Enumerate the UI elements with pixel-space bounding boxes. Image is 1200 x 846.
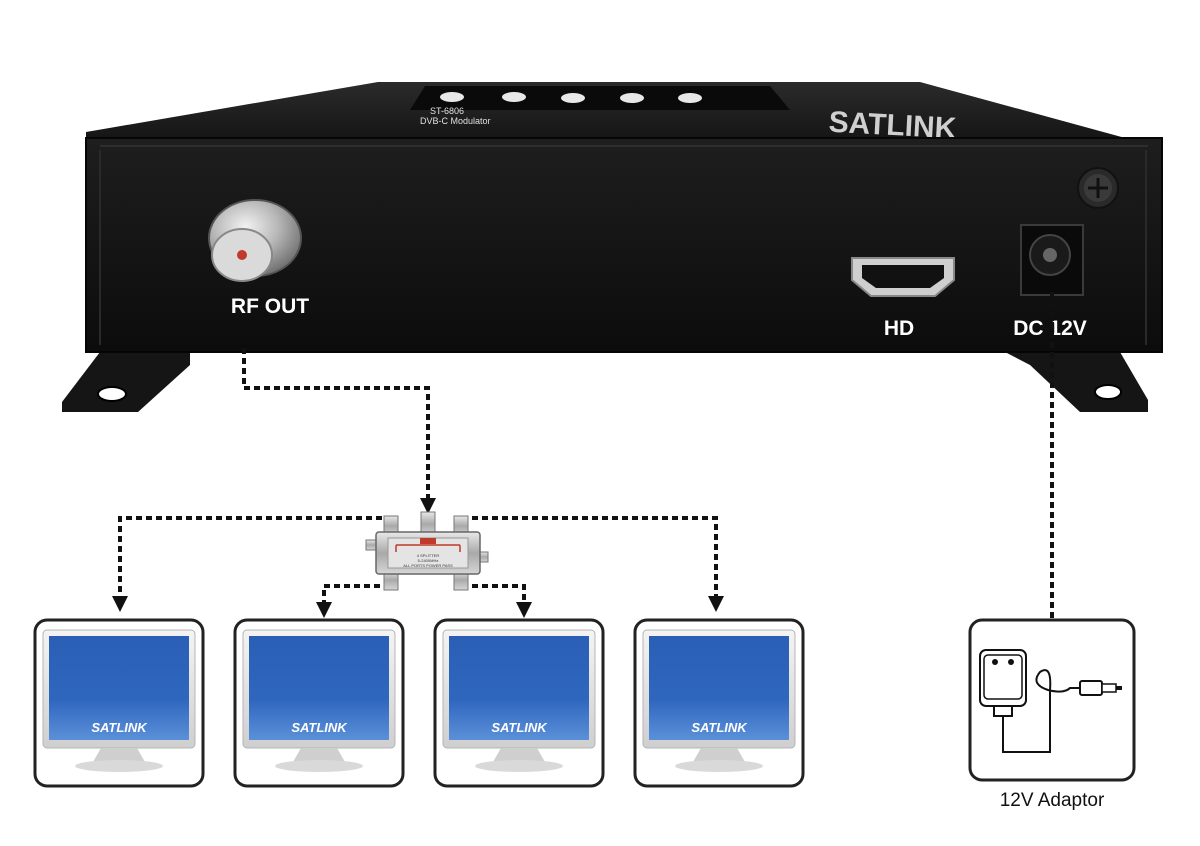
- tv-screen-logo: SATLINK: [691, 720, 748, 735]
- tv-2: SATLINK: [233, 618, 405, 788]
- tv-base: [475, 760, 563, 772]
- hdmi-port: [851, 257, 955, 297]
- splitter-text-3: ALL PORTS POWER PASS: [403, 563, 453, 568]
- tv-base: [675, 760, 763, 772]
- panel-button: [678, 93, 702, 103]
- chassis-screw: [1077, 167, 1119, 209]
- tv-screen: [49, 636, 189, 740]
- wire-rf-to-splitter: [242, 348, 436, 514]
- power-adaptor-panel: 12V Adaptor: [968, 618, 1136, 811]
- tv-4: SATLINK: [633, 618, 805, 788]
- wire-splitter-to-tv1: [112, 516, 392, 612]
- panel-buttons: [440, 92, 702, 103]
- panel-model-text: ST-6806: [430, 106, 464, 116]
- tv-screen: [249, 636, 389, 740]
- splitter-text-2: 5-2400MHz: [418, 558, 439, 563]
- tv-screen: [449, 636, 589, 740]
- tv-screen-logo: SATLINK: [291, 720, 348, 735]
- tv-1: SATLINK: [33, 618, 205, 788]
- front-display-window: [410, 86, 790, 110]
- left-bracket-hole: [97, 386, 127, 402]
- tv-screen-logo: SATLINK: [491, 720, 548, 735]
- adaptor-label: 12V Adaptor: [1000, 790, 1105, 811]
- right-mount-bracket: [1005, 352, 1148, 412]
- tv-screen: [649, 636, 789, 740]
- device-top: [86, 82, 1162, 148]
- connection-wires: [112, 292, 1054, 620]
- hdmi-label: HD: [884, 317, 914, 340]
- left-mount-bracket: [62, 352, 190, 412]
- tv-3: SATLINK: [433, 618, 605, 788]
- modulator-device: ST-6806 DVB-C Modulator SATLINK RF OUT H…: [62, 82, 1163, 412]
- adaptor-plug-icon: [979, 649, 1122, 753]
- splitter-text-1: 4 SPLITTER: [417, 553, 440, 558]
- tv-stand: [293, 748, 345, 762]
- dc-power-jack: [1020, 224, 1084, 296]
- coax-splitter: 4 SPLITTER 5-2400MHz ALL PORTS POWER PAS…: [365, 511, 489, 591]
- wire-splitter-to-tv3: [462, 584, 532, 618]
- wire-splitter-to-tv2: [316, 584, 380, 618]
- right-bracket-hole: [1094, 384, 1122, 400]
- panel-button: [440, 92, 464, 102]
- dc-label: DC 12V: [1013, 317, 1087, 340]
- tv-base: [75, 760, 163, 772]
- panel-button: [561, 93, 585, 103]
- wire-splitter-to-tv4: [462, 516, 724, 612]
- tv-stand: [93, 748, 145, 762]
- tv-stand: [693, 748, 745, 762]
- rf-out-connector: [208, 199, 302, 282]
- rf-out-label: RF OUT: [231, 295, 309, 318]
- panel-button: [620, 93, 644, 103]
- tv-base: [275, 760, 363, 772]
- tv-screen-logo: SATLINK: [91, 720, 148, 735]
- panel-button: [502, 92, 526, 102]
- tv-stand: [493, 748, 545, 762]
- panel-description-text: DVB-C Modulator: [420, 116, 491, 126]
